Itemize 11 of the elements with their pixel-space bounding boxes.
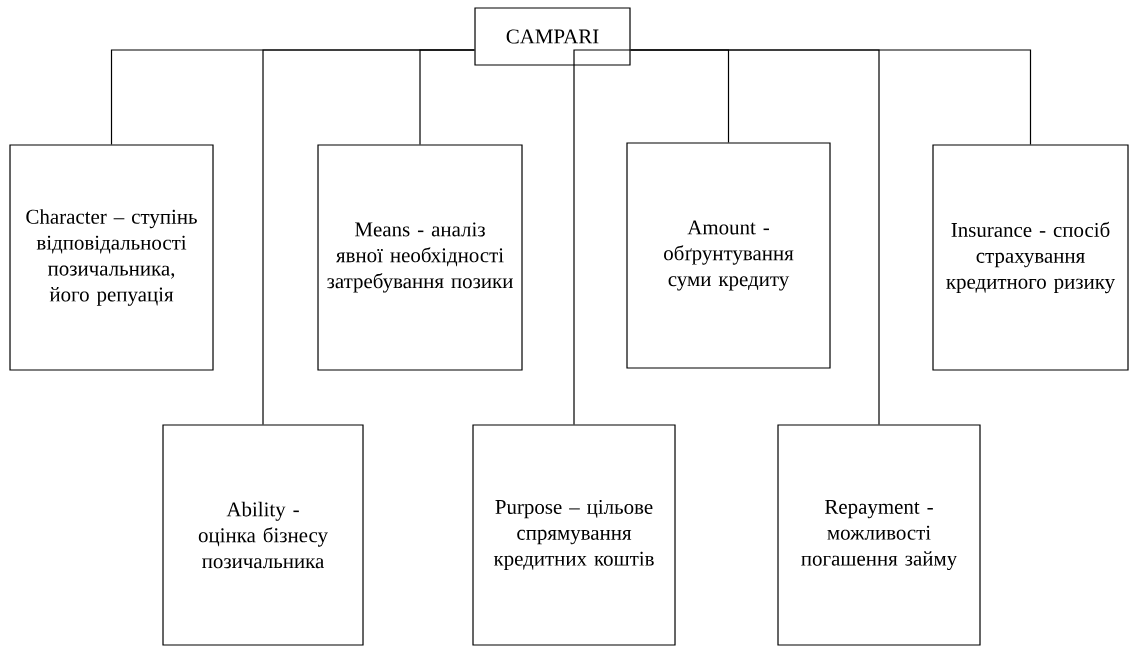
criterion-box: Amount - обґрунтування суми кредиту [626, 142, 831, 369]
connector-line [573, 49, 632, 425]
criterion-box: Means - аналіз явної необхідності затребування позики [317, 144, 523, 371]
criterion-box: Repayment - можливості погашення займу [777, 424, 981, 646]
criterion-box: Insurance - спосіб страхування кредитного ризику [932, 144, 1129, 371]
connector-line [419, 49, 475, 145]
criterion-box: Ability - оцінка бізнесу позичальника [162, 424, 364, 646]
root-box: CAMPARI [474, 7, 631, 66]
connector-line [630, 49, 1032, 145]
criterion-box: Purpose – цільове спрямування кредитних коштів [472, 424, 676, 646]
criterion-box: Character – ступінь відповідальності позичальника, його репуація [9, 144, 214, 371]
